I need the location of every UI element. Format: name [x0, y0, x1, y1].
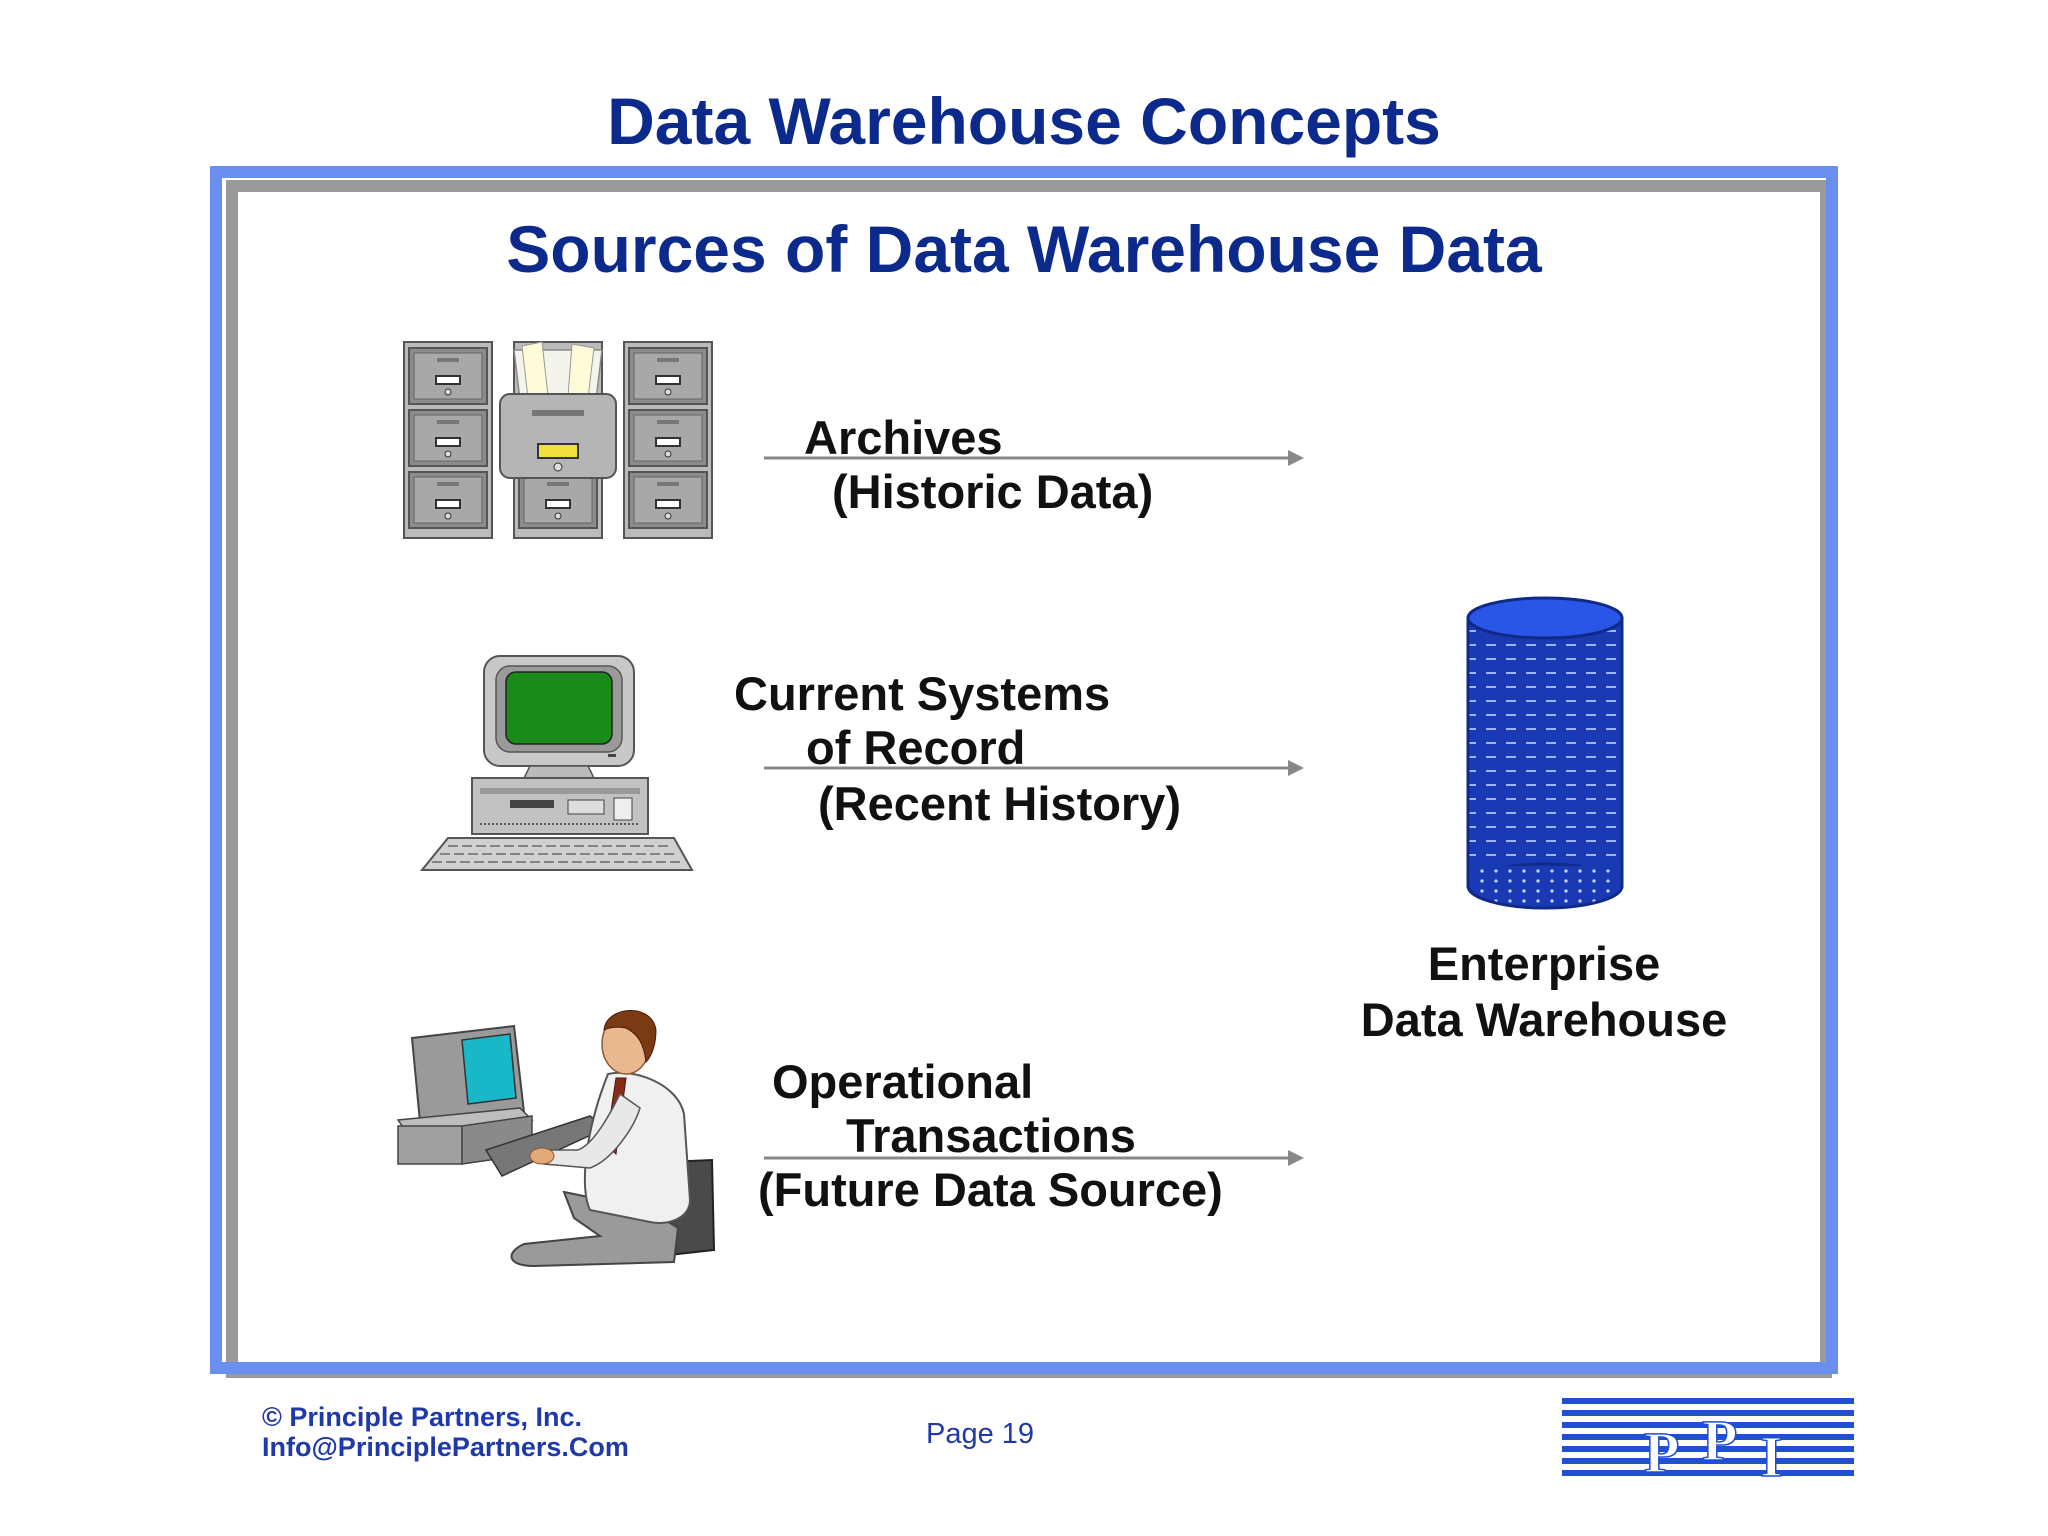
content-frame	[210, 166, 1838, 1374]
footer-email[interactable]: Info@PrinciplePartners.Com	[262, 1432, 629, 1462]
operational-label-line2: Transactions	[846, 1109, 1136, 1162]
page-number: Page 19	[926, 1418, 1035, 1450]
archives-label: Archives	[804, 411, 1003, 464]
current-systems-label-line2: of Record	[806, 721, 1026, 774]
archives-sublabel: (Historic Data)	[832, 465, 1154, 518]
svg-text:I: I	[1760, 1424, 1783, 1489]
current-systems-sublabel: (Recent History)	[818, 777, 1182, 830]
svg-text:P: P	[1702, 1408, 1737, 1473]
database-cylinder-icon	[1466, 596, 1624, 910]
filing-cabinets-icon	[403, 341, 713, 539]
footer-copyright: © Principle Partners, Inc.	[262, 1402, 583, 1432]
office-worker-at-computer-icon	[396, 1010, 716, 1268]
svg-text:P: P	[1644, 1420, 1679, 1485]
data-warehouse-label: Data Warehouse	[1360, 993, 1728, 1046]
slide-subtitle: Sources of Data Warehouse Data	[506, 212, 1542, 286]
page-title: Data Warehouse Concepts	[607, 84, 1441, 158]
operational-sublabel: (Future Data Source)	[758, 1163, 1223, 1216]
operational-label: Operational	[772, 1055, 1034, 1108]
enterprise-label: Enterprise	[1427, 937, 1661, 990]
arrow-operational	[764, 1150, 1304, 1166]
desktop-computer-icon	[419, 655, 694, 871]
arrow-current-systems	[764, 760, 1304, 776]
arrow-archives	[764, 450, 1304, 466]
current-systems-label: Current Systems	[734, 667, 1111, 720]
ppi-logo: P P I	[1562, 1398, 1854, 1490]
